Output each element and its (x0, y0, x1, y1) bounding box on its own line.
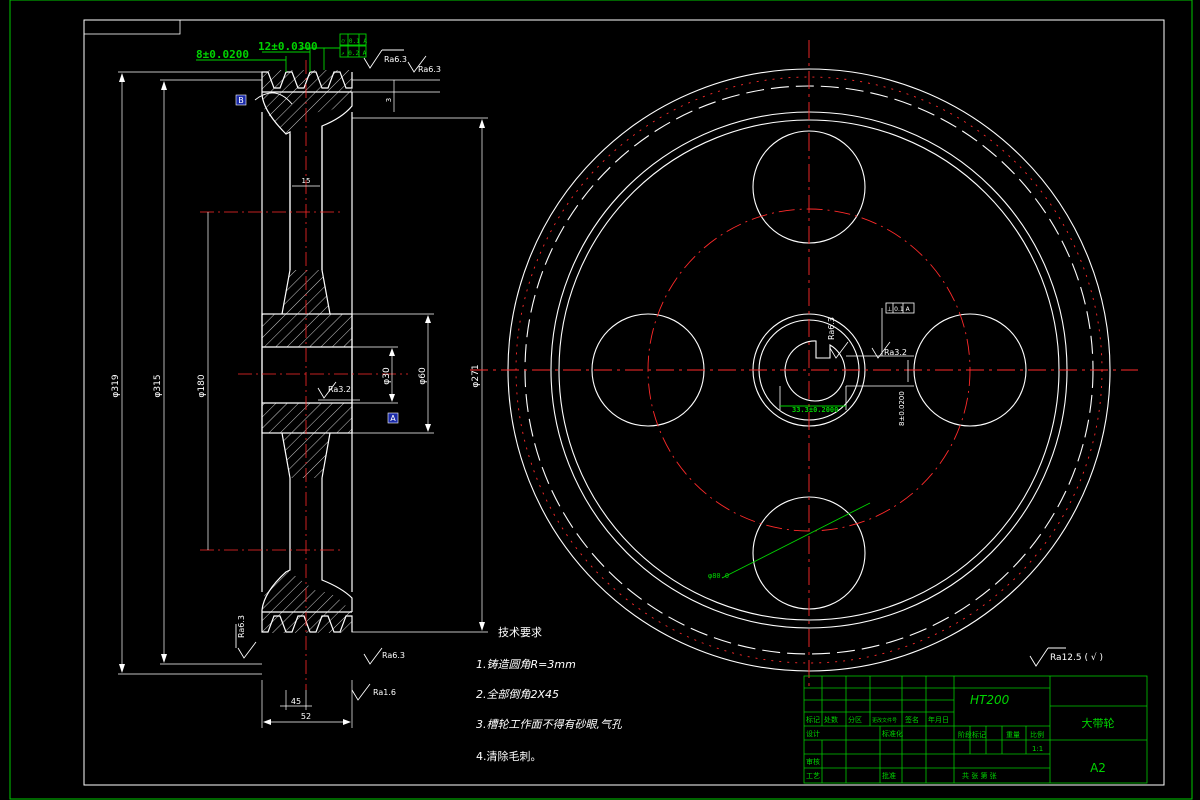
technical-notes: 技术要求 1.铸造圆角R=3mm 2.全部倒角2X45 3.槽轮工作面不得有砂眼… (476, 626, 623, 763)
tb-label-weight: 重量 (1006, 731, 1020, 739)
dim-pitch-dia: φ315 (153, 374, 163, 397)
dim-bore-dia: φ30 (382, 367, 392, 385)
tb-label-design: 设计 (806, 729, 820, 738)
tb-scale: 1:1 (1032, 745, 1043, 753)
note-item: 2.全部倒角2X45 (476, 688, 559, 701)
tb-header-mark: 标记 (806, 715, 820, 724)
outer-border (9, 0, 1193, 800)
section-arrows (119, 73, 485, 725)
roughness-ra63-top-right: Ra6.3 (418, 65, 441, 74)
section-roughness-marks (235, 49, 427, 701)
tb-header-count: 处数 (824, 715, 838, 724)
title-block-text: 标记 处数 分区 更改文件号 签名 年月日 设计 标准化 审核 工艺 批准 阶段… (806, 693, 1115, 780)
front-text: Ra6.3 Ra3.2 ⊥ 0.1 A 8±0.0200 (827, 306, 911, 426)
front-view: Ra6.3 Ra3.2 ⊥ 0.1 A 8±0.0200 33.3±0.2000… (470, 40, 1138, 690)
gtol-frame-1: ⌭ 0.1 A (341, 38, 367, 45)
tb-header-sign: 签名 (905, 715, 919, 724)
tb-label-ratio: 比例 (1030, 730, 1044, 739)
datum-a-label: A (390, 414, 396, 423)
datum-b-marker: B (235, 94, 247, 106)
drawing-frame (9, 0, 1193, 800)
note-item: 1.铸造圆角R=3mm (476, 658, 576, 671)
tb-sheet-size: A2 (1090, 761, 1106, 775)
dim-keyway: 33.3±0.2000 (792, 406, 838, 414)
note-item: 4.清除毛刺。 (476, 749, 542, 763)
section-green-text: 8±0.0200 12±0.0300 ⌭ 0.1 A ↗ 0.2 A (196, 38, 367, 61)
dim-web-dia: φ180 (197, 374, 207, 397)
section-text: φ319 φ315 φ180 φ30 φ60 φ271 15 45 52 3 R… (111, 55, 481, 721)
tb-part-name: 大带轮 (1082, 716, 1115, 730)
tolerance-key-width: 8±0.0200 (196, 48, 249, 61)
gtol-frame-3: ⊥ 0.1 A (887, 306, 911, 313)
general-roughness: Ra12.5 ( √ ) (1029, 647, 1103, 667)
note-item: 3.槽轮工作面不得有砂眼,气孔 (476, 718, 623, 731)
tb-sheet-count: 共 张 第 张 (962, 771, 997, 780)
section-centerlines (200, 60, 408, 690)
front-green-text: 33.3±0.2000 φ80.0 (708, 406, 838, 580)
roughness-ra32-keyway: Ra3.2 (884, 348, 907, 357)
dim-rim-inner-dia: φ271 (471, 364, 481, 387)
roughness-ra63-top: Ra6.3 (384, 55, 407, 64)
tb-header-zone: 分区 (848, 715, 862, 724)
datum-b-label: B (238, 96, 244, 105)
section-hatch (262, 70, 352, 633)
datum-a-marker: A (387, 412, 399, 424)
section-view: φ319 φ315 φ180 φ30 φ60 φ271 15 45 52 3 R… (111, 33, 488, 728)
dim-groove-depth: 3 (385, 98, 393, 102)
dim-outer-dia: φ319 (111, 374, 121, 397)
front-green-dims (721, 405, 871, 579)
section-green-dims (196, 33, 367, 72)
tb-material: HT200 (970, 693, 1010, 707)
tb-label-check: 审核 (806, 757, 820, 766)
roughness-ra63-bottom-left: Ra6.3 (237, 615, 246, 638)
general-roughness-label: Ra12.5 ( √ ) (1050, 652, 1103, 663)
gtol-frame-2: ↗ 0.2 A (341, 50, 367, 57)
tolerance-groove-pitch: 12±0.0300 (258, 40, 318, 53)
tb-header-docno: 更改文件号 (872, 717, 897, 724)
title-block: 标记 处数 分区 更改文件号 签名 年月日 设计 标准化 审核 工艺 批准 阶段… (803, 675, 1148, 784)
tb-label-approve: 批准 (882, 771, 896, 780)
front-centerlines (470, 40, 1138, 690)
section-dim-lines (118, 71, 488, 728)
notes-title: 技术要求 (498, 626, 542, 639)
roughness-ra63-keyway: Ra6.3 (827, 317, 836, 340)
section-outline (261, 71, 353, 633)
dim-hole-pcd: φ80.0 (708, 572, 729, 580)
roughness-ra63-bottom-right: Ra6.3 (382, 651, 405, 660)
dim-web-thickness: 15 (302, 177, 311, 185)
dim-hub-length: 45 (291, 697, 301, 706)
tb-label-stage: 阶段标记 (958, 730, 986, 739)
tb-header-date: 年月日 (928, 715, 949, 724)
dim-keyway-depth: 8±0.0200 (898, 391, 906, 426)
tb-label-process: 工艺 (806, 772, 820, 780)
roughness-ra32-bore: Ra3.2 (328, 385, 351, 394)
corner-box (83, 19, 181, 35)
inner-border (83, 19, 1165, 786)
title-block-grid (803, 675, 1148, 784)
tb-label-standard: 标准化 (882, 729, 903, 738)
dim-total-width: 52 (301, 712, 311, 721)
dim-hub-dia: φ60 (418, 367, 428, 385)
roughness-ra16: Ra1.6 (373, 688, 396, 697)
